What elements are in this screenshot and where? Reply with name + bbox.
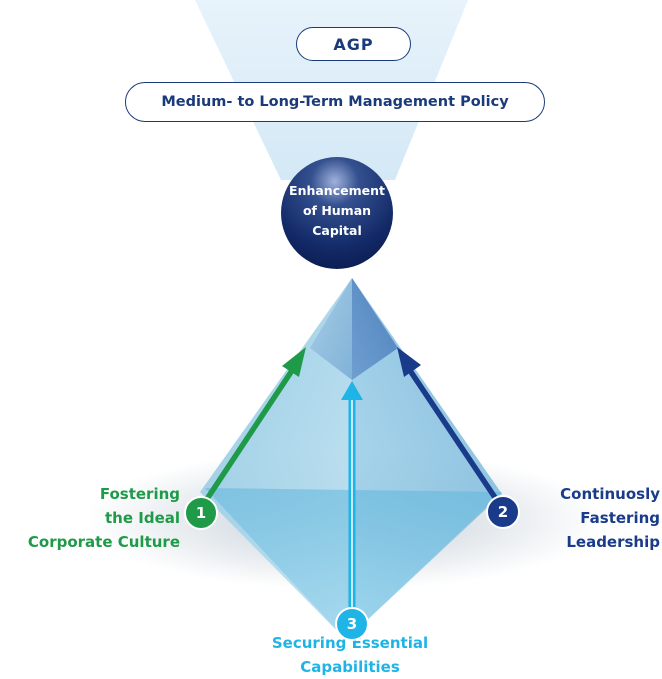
pillar-2-line: Leadership bbox=[566, 533, 660, 551]
pillar-2-number-badge: 2 bbox=[486, 495, 520, 529]
agp-badge: AGP bbox=[296, 27, 411, 61]
center-goal-line: Enhancement bbox=[289, 183, 385, 198]
pillar-2-line: Fastering bbox=[580, 509, 660, 527]
pillar-1-line: Corporate Culture bbox=[27, 533, 180, 551]
pillar-1-number-badge: 1 bbox=[184, 496, 218, 530]
management-policy-badge: Medium- to Long-Term Management Policy bbox=[125, 82, 545, 122]
pillar-3-line: Securing Essential bbox=[271, 634, 429, 652]
pillar-3-line: Capabilities bbox=[300, 658, 400, 676]
pillar-3-label: Securing Essential Capabilities bbox=[200, 631, 500, 679]
center-goal-line: of Human bbox=[302, 203, 372, 218]
arrow-2-shaft bbox=[404, 364, 503, 507]
arrow-2-head bbox=[397, 347, 421, 377]
pillar-1-line: Fostering bbox=[99, 485, 180, 503]
arrow-1-head bbox=[282, 347, 306, 377]
arrow-3-head bbox=[341, 381, 363, 400]
arrow-1-shaft bbox=[200, 364, 298, 507]
pyramid-top-right-facet bbox=[352, 278, 398, 380]
pyramid-top-left-facet bbox=[310, 278, 352, 380]
human-capital-sphere bbox=[281, 157, 393, 269]
pillar-1-line: the Ideal bbox=[105, 509, 180, 527]
center-goal-line: Capital bbox=[312, 223, 362, 238]
pillar-2-label: Continuosly Fastering Leadership bbox=[532, 482, 660, 554]
pillar-2-line: Continuosly bbox=[560, 485, 660, 503]
pillar-3-number-badge: 3 bbox=[335, 607, 369, 641]
center-goal-label: Enhancement of Human Capital bbox=[283, 181, 391, 241]
pillar-1-label: Fostering the Ideal Corporate Culture bbox=[0, 482, 180, 554]
